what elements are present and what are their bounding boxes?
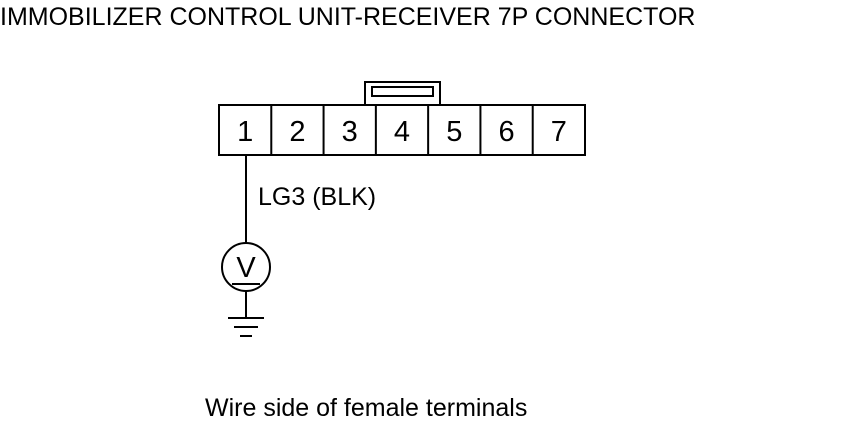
connector-body: 1 2 3 4 5 6 7	[218, 104, 586, 156]
terminal-5-label: 5	[446, 116, 462, 148]
ground-icon	[228, 317, 264, 337]
terminal-7-label: 7	[551, 116, 567, 148]
terminal-4-label: 4	[394, 116, 410, 148]
terminal-6-label: 6	[499, 116, 515, 148]
terminal-3-label: 3	[342, 116, 358, 148]
voltmeter-icon: V	[221, 242, 271, 292]
terminal-1-label: 1	[237, 116, 253, 148]
connector-lock-tab	[364, 81, 441, 106]
diagram-caption: Wire side of female terminals	[205, 394, 528, 422]
terminal-2-label: 2	[289, 116, 305, 148]
voltmeter-symbol: V	[236, 252, 256, 284]
wire-label: LG3 (BLK)	[258, 183, 376, 211]
connector-outline	[218, 104, 586, 156]
diagram-title: IMMOBILIZER CONTROL UNIT-RECEIVER 7P CON…	[0, 3, 696, 31]
